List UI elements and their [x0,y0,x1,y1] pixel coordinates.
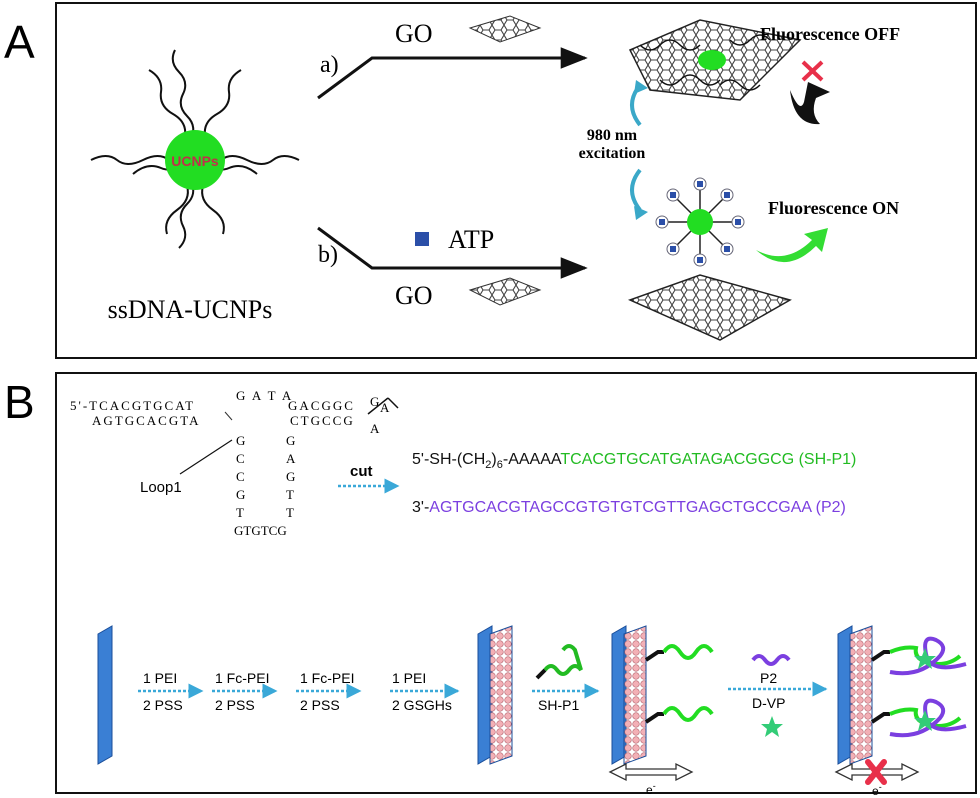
hairpin-bottom-right-end: A [370,421,380,436]
svg-text:G: G [286,433,295,448]
ucnp-core-label: UCNPs [171,153,219,169]
quenched-complex [628,19,802,101]
atp-square-icon [415,232,429,246]
svg-text:2 PSS: 2 PSS [143,697,183,713]
route-b-arrow [317,226,588,279]
hairpin-top-right: GACGGC [288,398,355,413]
svg-text:2 PSS: 2 PSS [300,697,340,713]
graphene-oxide-sheet-small-bottom [468,277,542,306]
loop-pointer-line [179,439,233,475]
hairpin-end-a1: A [380,400,390,415]
route-a-arrow [317,47,588,100]
svg-text:1 PEI: 1 PEI [392,670,426,686]
ssdna-ucnps-caption: ssDNA-UCNPs [108,295,273,324]
step-4: 1 PEI 2 GSGHs [390,670,460,713]
route-a-label: a) [320,52,339,78]
bare-electrode [97,625,113,765]
go-label-bottom: GO [395,281,433,310]
panel-a-label: A [4,16,35,68]
cut-label: cut [350,463,373,480]
sequence-sh-p1: 5'-SH-(CH2)6-AAAAATCACGTGCATGATAGACGGCG … [412,451,856,471]
go-label-top: GO [395,19,433,48]
hairpin-top-right-end: G [370,394,379,409]
dvp-star-icon [761,716,783,737]
red-cross-icon [801,60,824,82]
sequence-p2: 3'-AGTGCACGTAGCCGTGTGTCGTTGAGCTGCCGAA (P… [412,499,846,516]
hairpin-loop-bottom: GTGTCG [234,523,287,538]
svg-text:T: T [286,505,294,520]
svg-text:2 GSGHs: 2 GSGHs [392,697,452,713]
p2-label: P2 [760,670,777,686]
hairpin-left-stem: G C C G T [236,433,245,520]
modified-electrode-3 [837,625,967,765]
loop1-label: Loop1 [140,479,182,496]
svg-text:T: T [286,487,294,502]
hairpin-bottom-right: CTGCCG [290,413,355,428]
svg-text:2 PSS: 2 PSS [215,697,255,713]
modified-electrode-2 [611,625,714,765]
black-emission-arrow-icon [790,82,830,125]
blocked-transfer-cross-icon [865,759,887,785]
panel-a-frame [55,2,977,359]
svg-text:1 PEI: 1 PEI [143,670,177,686]
electron-transfer-arrow-1 [608,762,694,782]
graphene-oxide-sheet-small-top [468,15,542,43]
ssdna-ucnp-particle: UCNPs [90,49,300,249]
atp-bound-ucnp [655,177,745,267]
green-emission-arrow-icon [756,228,828,263]
sh-p1-label: SH-P1 [538,697,579,713]
svg-text:G: G [286,469,295,484]
fluorescence-off-label: Fluorescence OFF [760,24,900,44]
svg-text:1 Fc-PEI: 1 Fc-PEI [215,670,269,686]
step-3: 1 Fc-PEI 2 PSS [296,670,362,713]
electron-label-1: e- [646,781,656,797]
route-b-label: b) [318,242,338,268]
graphene-oxide-sheet-large [627,274,792,341]
svg-text:A: A [286,451,296,466]
step-1: 1 PEI 2 PSS [138,670,204,713]
hairpin-aptamer: 5'-TCACGTGCAT AGTGCACGTA G A T A GACGGC … [70,388,399,538]
svg-text:1 Fc-PEI: 1 Fc-PEI [300,670,354,686]
hairpin-top-left: 5'-TCACGTGCAT [70,398,195,413]
svg-text:C: C [236,469,245,484]
hairpin-right-stem: G A G T T [286,433,296,520]
quenched-ucnp [698,50,726,70]
ucnp-core [165,130,225,190]
modified-electrode-1 [477,625,513,765]
excitation-label-line1: 980 nm [587,127,638,144]
hairpin-loop-top: G A T A [236,388,293,403]
excitation-label-line2: excitation [579,145,646,162]
free-ucnp [687,209,713,235]
step-2: 1 Fc-PEI 2 PSS [212,670,278,713]
sh-p1-strand-icon [535,644,583,680]
excitation-arrow-up [630,80,648,127]
svg-text:C: C [236,451,245,466]
dvp-label: D-VP [752,695,785,711]
fluorescence-on-label: Fluorescence ON [768,198,899,218]
svg-text:G: G [236,433,245,448]
excitation-arrow-down [630,168,648,220]
panel-b-frame [55,372,977,794]
svg-text:G: G [236,487,245,502]
hairpin-bottom-left: AGTGCACGTA [92,413,201,428]
p2-strand-icon [751,654,791,666]
electron-label-2: e- [872,782,882,798]
atp-label: ATP [448,225,494,254]
panel-b-label: B [4,376,35,428]
svg-text:T: T [236,505,244,520]
